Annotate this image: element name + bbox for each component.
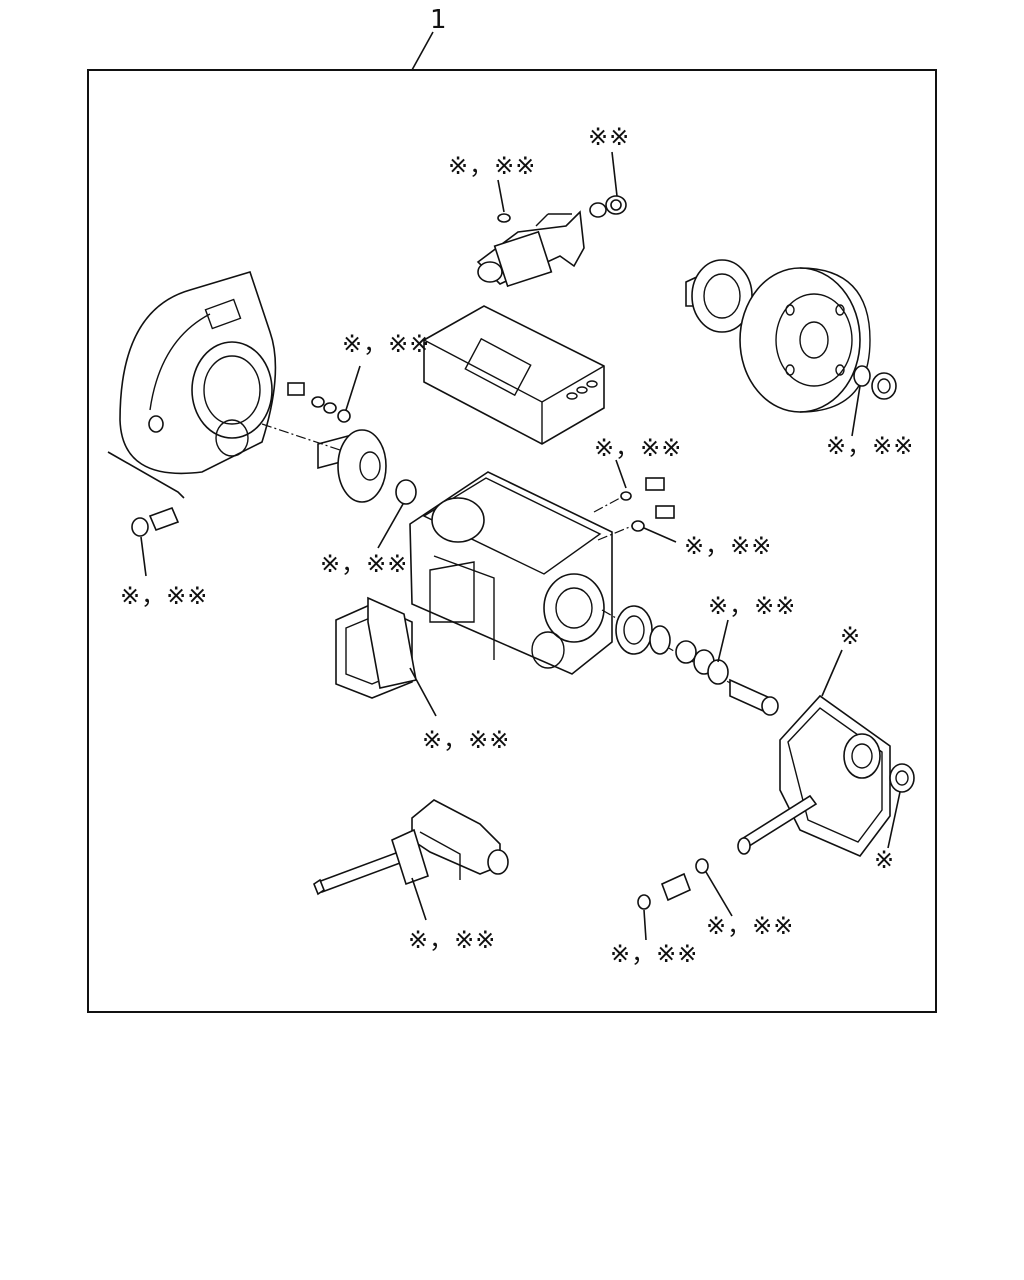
top-bushings bbox=[589, 195, 627, 218]
assembly-frame bbox=[87, 69, 937, 1013]
callout-flange-seal: ※，※※ bbox=[342, 330, 430, 358]
centerline-plug-upper bbox=[593, 497, 621, 513]
speedometer-ring bbox=[695, 858, 709, 874]
callout-gear-ring: ※，※※ bbox=[708, 592, 796, 620]
leader-drum-seal bbox=[851, 385, 861, 437]
rear-seal bbox=[889, 763, 915, 793]
callout-case-plug-lower: ※，※※ bbox=[684, 532, 772, 560]
callout-top-seal: ※，※※ bbox=[448, 152, 536, 180]
top-o-ring bbox=[497, 213, 511, 223]
output-bearings bbox=[675, 640, 729, 685]
assembly-leader-line bbox=[411, 31, 434, 71]
transmission-case bbox=[409, 471, 613, 675]
rear-cover bbox=[779, 694, 891, 857]
callout-rear-cover: ※ bbox=[840, 622, 861, 650]
bellhousing-seal-and-bushing bbox=[131, 506, 180, 537]
centerline-input bbox=[261, 423, 341, 451]
clutch-bellhousing bbox=[119, 271, 277, 475]
output-shaft-sleeve bbox=[729, 678, 779, 716]
assembly-number: 1 bbox=[430, 5, 447, 35]
leader-rear-cover bbox=[821, 649, 843, 697]
callout-rear-seal: ※ bbox=[874, 846, 895, 874]
drum-seal-and-bearing bbox=[853, 365, 897, 400]
leader-case-plug-lower bbox=[643, 527, 677, 543]
callout-shaft-gasket: ※，※※ bbox=[408, 926, 496, 954]
input-bearing-retainer bbox=[317, 429, 387, 503]
case-plugs bbox=[620, 477, 675, 532]
leader-case-plug bbox=[615, 459, 627, 489]
idler-gear bbox=[615, 605, 671, 655]
leader-top-bushing bbox=[611, 151, 618, 197]
shift-shaft bbox=[313, 848, 410, 896]
callout-drum-seal: ※，※※ bbox=[826, 432, 914, 460]
leader-small-plug bbox=[643, 909, 647, 941]
centerline-plug-lower bbox=[597, 525, 633, 541]
callout-input-seal: ※，※※ bbox=[320, 550, 408, 578]
callout-cover-gasket: ※，※※ bbox=[422, 726, 510, 754]
input-seal bbox=[395, 479, 417, 505]
shift-housing-gasket bbox=[391, 828, 429, 886]
retainer-bolts bbox=[287, 382, 351, 423]
bellhousing-bracket bbox=[107, 451, 185, 499]
speedometer-gear bbox=[737, 794, 818, 855]
leader-rear-seal bbox=[887, 791, 901, 849]
leader-cover-gasket bbox=[409, 667, 437, 717]
pto-gasket bbox=[367, 596, 417, 689]
leader-shaft-gasket bbox=[411, 877, 427, 921]
callout-shaft-ring: ※，※※ bbox=[706, 912, 794, 940]
leader-input-seal bbox=[377, 503, 404, 549]
leader-shaft-ring bbox=[705, 871, 733, 917]
brake-drum bbox=[739, 267, 871, 413]
callout-bellhousing-seal: ※，※※ bbox=[120, 582, 208, 610]
top-cover bbox=[423, 305, 605, 445]
shift-valve-assembly bbox=[476, 210, 585, 288]
speedometer-sleeve bbox=[637, 872, 692, 910]
callout-top-bushing: ※※ bbox=[588, 123, 630, 151]
callout-small-plug: ※，※※ bbox=[610, 940, 698, 968]
leader-gear-ring bbox=[717, 619, 729, 663]
leader-flange-seal bbox=[345, 365, 361, 411]
leader-top-seal bbox=[497, 179, 505, 213]
callout-case-plug: ※，※※ bbox=[594, 434, 682, 462]
leader-bellhousing-seal bbox=[140, 536, 147, 577]
